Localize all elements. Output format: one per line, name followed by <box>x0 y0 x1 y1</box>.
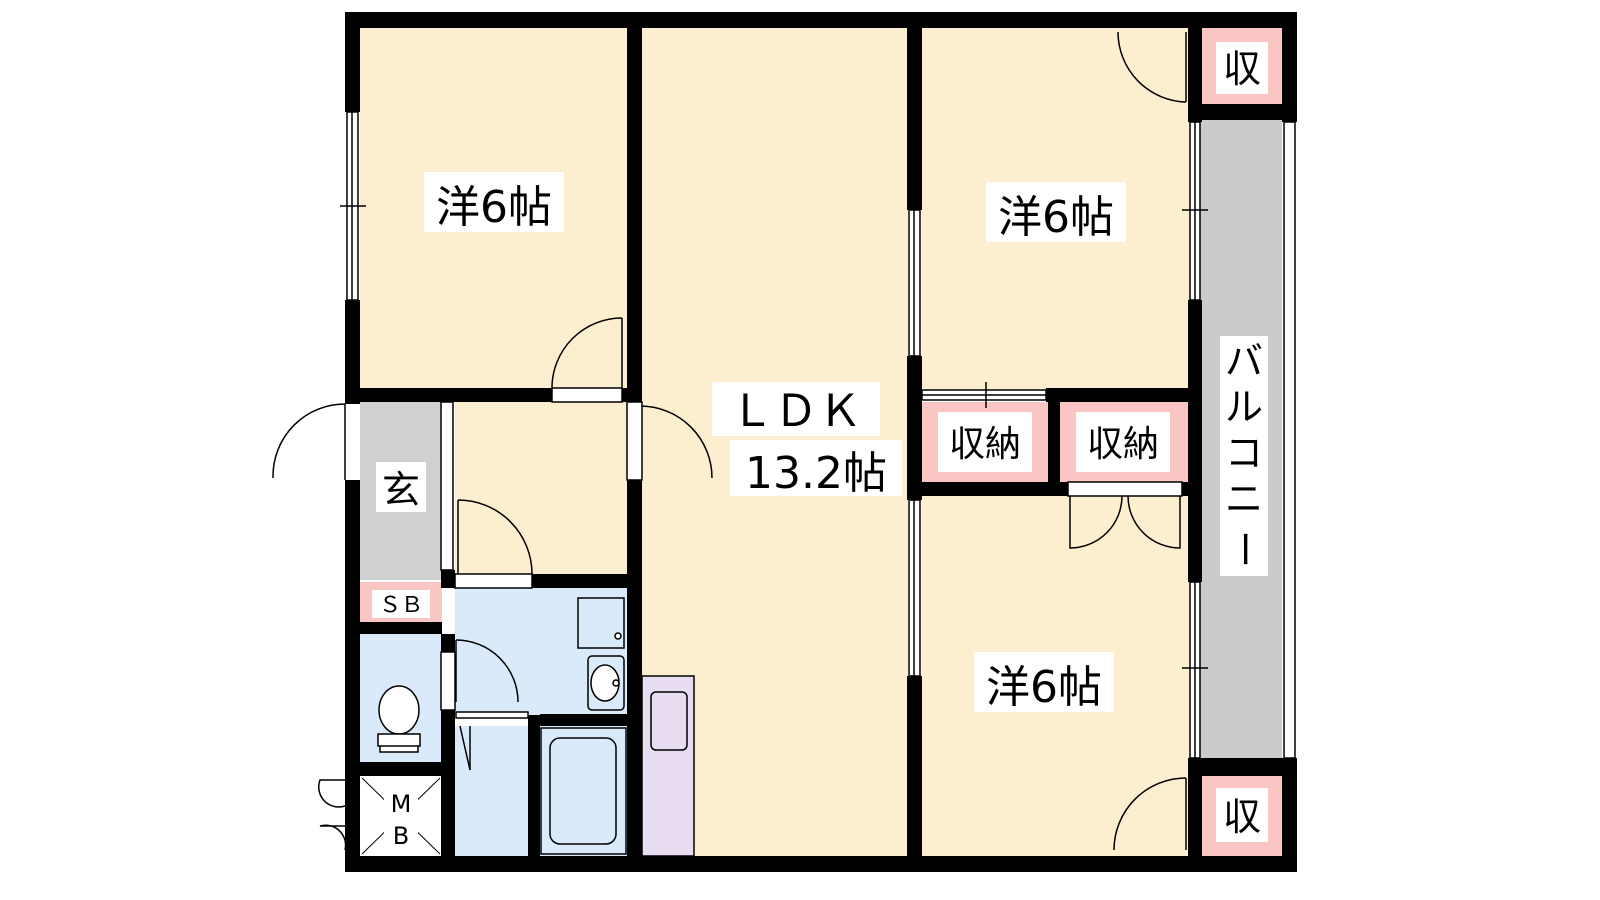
label-bg-storage-br <box>1216 788 1268 842</box>
balcony-label: バ ル コ ニ ー <box>1222 339 1266 568</box>
ldk-size-label: 13.2帖 <box>745 448 887 499</box>
ldk-name-label: ＬＤＫ <box>730 386 862 437</box>
label-bg-ldk-size <box>730 440 902 496</box>
kitchen-sink <box>650 691 688 751</box>
balcony-label-char: ニ <box>1225 477 1263 521</box>
label-bg-storage-right <box>1076 412 1170 472</box>
meter-box-label-bg <box>384 786 418 850</box>
label-bg-west <box>424 172 564 232</box>
balcony-label-char: ー <box>1222 530 1266 568</box>
label-bg-sb <box>372 590 430 618</box>
meter-box-label-top: M <box>391 790 412 818</box>
storage-center-left-label: 収納 <box>949 424 1021 465</box>
east-bedroom-bottom-label: 洋6帖 <box>986 662 1102 713</box>
doors <box>272 31 1187 851</box>
label-bg-ldk <box>712 382 880 436</box>
storage-center-right-label: 収納 <box>1087 424 1159 465</box>
bathtub-icon <box>540 727 627 855</box>
hall-floor <box>455 402 628 578</box>
label-bg-east-top <box>986 182 1126 242</box>
meter-box-label-bottom: B <box>393 822 409 850</box>
label-bg-balcony <box>1220 336 1268 576</box>
west-bedroom-label: 洋6帖 <box>436 182 552 233</box>
washing-machine-icon <box>577 597 625 649</box>
shoe-box-label: ＳＢ <box>379 593 423 618</box>
balcony-label-char: コ <box>1225 431 1263 475</box>
walls <box>345 12 1297 872</box>
fixtures <box>377 597 627 855</box>
label-bg-storage-tr <box>1216 42 1268 94</box>
label-bg-east-bottom <box>974 652 1114 712</box>
balcony-label-char: ル <box>1225 385 1263 429</box>
east-bedroom-top-label: 洋6帖 <box>998 192 1114 243</box>
storage-bottom-right-label: 収 <box>1223 795 1261 839</box>
label-bg-storage-left <box>938 412 1032 472</box>
entrance-label: 玄 <box>382 468 420 512</box>
storage-top-right-label: 収 <box>1223 47 1261 91</box>
label-bg-entrance <box>376 462 426 512</box>
windows <box>340 111 1296 759</box>
balcony-label-char: バ <box>1225 339 1263 383</box>
